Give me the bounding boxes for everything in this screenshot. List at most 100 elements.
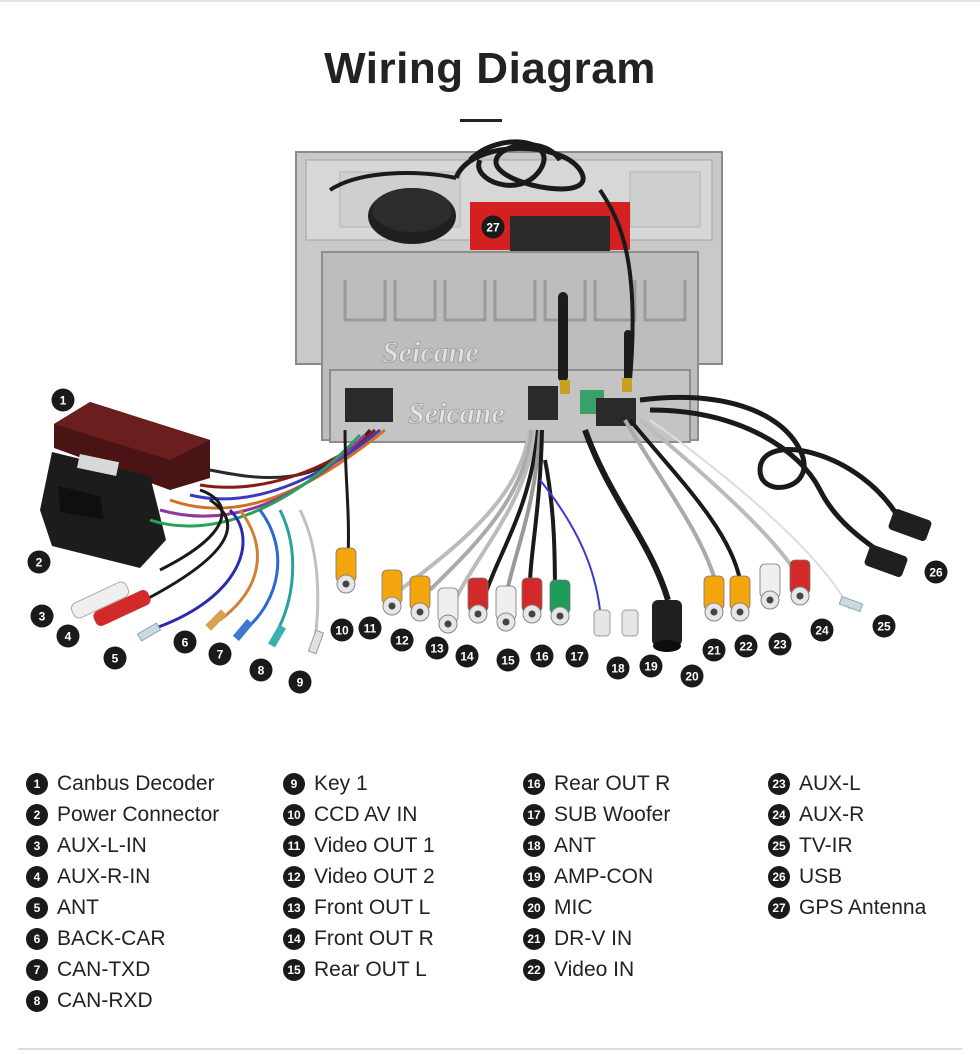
pin-terminals xyxy=(136,609,325,655)
legend-number-badge: 10 xyxy=(283,803,305,826)
legend-label: ANT xyxy=(57,895,99,919)
callout-number: 6 xyxy=(182,636,189,650)
legend-number-badge: 4 xyxy=(26,865,48,888)
callout-marker: 7 xyxy=(208,642,232,666)
callout-number: 14 xyxy=(460,650,474,664)
legend-item: 4 AUX-R-IN xyxy=(26,861,219,892)
legend-label: CCD AV IN xyxy=(314,802,418,826)
callout-number: 19 xyxy=(644,660,658,674)
legend-number-badge: 19 xyxy=(523,865,545,888)
legend-label: Canbus Decoder xyxy=(57,771,215,795)
wiring-diagram: Seicane Seicane xyxy=(27,139,948,694)
legend-item: 10 CCD AV IN xyxy=(283,799,435,830)
callout-marker: 1 xyxy=(51,388,75,412)
legend-label: Rear OUT R xyxy=(554,771,671,795)
callout-marker: 23 xyxy=(768,632,792,656)
legend-number-badge: 14 xyxy=(283,927,305,950)
legend-number-badge: 7 xyxy=(26,958,48,981)
callout-number: 21 xyxy=(707,644,721,658)
watermark-text-2: Seicane xyxy=(408,397,505,430)
callout-marker: 18 xyxy=(606,656,630,680)
callout-number: 13 xyxy=(430,642,444,656)
legend-label: SUB Woofer xyxy=(554,802,671,826)
legend-label: Video OUT 1 xyxy=(314,833,435,857)
callout-marker: 21 xyxy=(702,638,726,662)
callout-number: 2 xyxy=(36,556,43,570)
rca-connectors xyxy=(335,547,811,634)
callout-marker: 3 xyxy=(30,604,54,628)
callout-number: 22 xyxy=(739,640,753,654)
legend-label: AMP-CON xyxy=(554,864,654,888)
rca-plug xyxy=(789,559,811,606)
bottom-divider xyxy=(18,1048,962,1050)
page-title: Wiring Diagram xyxy=(324,44,656,93)
legend-label: DR-V IN xyxy=(554,926,633,950)
callout-number: 12 xyxy=(395,634,409,648)
callout-marker: 11 xyxy=(358,616,382,640)
callout-number: 15 xyxy=(501,654,515,668)
callout-marker: 19 xyxy=(639,654,663,678)
legend-number-badge: 3 xyxy=(26,834,48,857)
callout-marker: 15 xyxy=(496,648,520,672)
callout-marker: 27 xyxy=(481,215,505,239)
canbus-decoder xyxy=(54,402,210,490)
legend-number-badge: 22 xyxy=(523,958,545,981)
legend-number-badge: 27 xyxy=(768,896,790,919)
callout-marker: 12 xyxy=(390,628,414,652)
rca-plug xyxy=(381,569,403,616)
legend-label: AUX-L xyxy=(799,771,861,795)
callout-marker: 16 xyxy=(530,644,554,668)
legend-number-badge: 18 xyxy=(523,834,545,857)
ant-amp-pins xyxy=(593,595,864,637)
callout-number: 1 xyxy=(60,394,67,408)
legend-item: 1 Canbus Decoder xyxy=(26,768,219,799)
legend-label: ANT xyxy=(554,833,596,857)
callout-number: 23 xyxy=(773,638,787,652)
rca-plug xyxy=(521,577,543,624)
legend-label: Key 1 xyxy=(314,771,368,795)
legend-number-badge: 1 xyxy=(26,772,48,795)
callout-marker: 26 xyxy=(924,560,948,584)
legend-number-badge: 8 xyxy=(26,989,48,1012)
callout-number: 20 xyxy=(685,670,699,684)
callout-number: 18 xyxy=(611,662,625,676)
legend-number-badge: 24 xyxy=(768,803,790,826)
legend-label: MIC xyxy=(554,895,593,919)
mic-jack xyxy=(652,600,682,652)
legend-number-badge: 15 xyxy=(283,958,305,981)
callout-number: 10 xyxy=(335,624,349,638)
rca-plug xyxy=(467,577,489,624)
callout-marker: 4 xyxy=(56,624,80,648)
legend-number-badge: 25 xyxy=(768,834,790,857)
wifi-antennas xyxy=(558,292,632,394)
callout-marker: 8 xyxy=(249,658,273,682)
callout-number: 9 xyxy=(297,676,304,690)
watermark-text: Seicane xyxy=(382,336,479,369)
aux-in-rca xyxy=(70,581,151,626)
callout-marker: 22 xyxy=(734,634,758,658)
callout-number: 24 xyxy=(815,624,829,638)
callout-marker: 6 xyxy=(173,630,197,654)
legend-item: 19 AMP-CON xyxy=(523,861,670,892)
callout-number: 11 xyxy=(364,622,377,636)
callout-marker: 2 xyxy=(27,550,51,574)
legend-label: AUX-R-IN xyxy=(57,864,151,888)
callout-marker: 5 xyxy=(103,646,127,670)
